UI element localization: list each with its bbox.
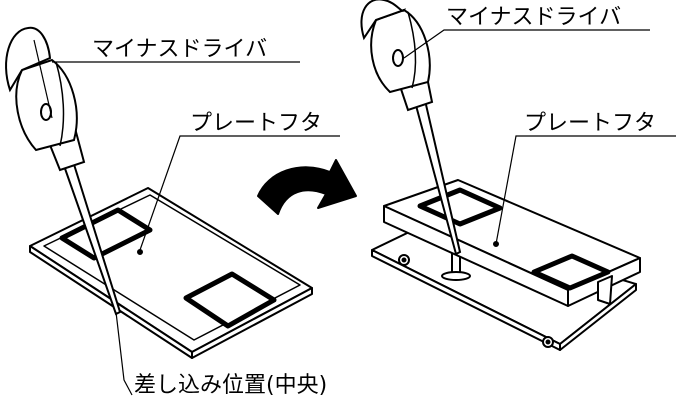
right-screwdriver (360, 0, 462, 256)
rotation-arrow (257, 159, 357, 215)
left-panel: マイナスドライバ プレートフタ 差し込み位置(中央) (5, 26, 340, 398)
left-screwdriver (5, 26, 122, 316)
right-leaders (403, 29, 676, 245)
right-screwdriver-label: マイナスドライバ (446, 5, 621, 30)
left-plate (29, 187, 313, 359)
left-screwdriver-label: マイナスドライバ (92, 37, 267, 62)
right-base-plate (371, 221, 637, 351)
left-leaders (52, 61, 340, 396)
left-plate-cover-label: プレートフタ (190, 111, 322, 136)
right-panel: マイナスドライバ プレートフタ (360, 0, 676, 351)
right-plate-cover-label: プレートフタ (524, 111, 656, 136)
insert-position-label: 差し込み位置(中央) (134, 373, 327, 398)
